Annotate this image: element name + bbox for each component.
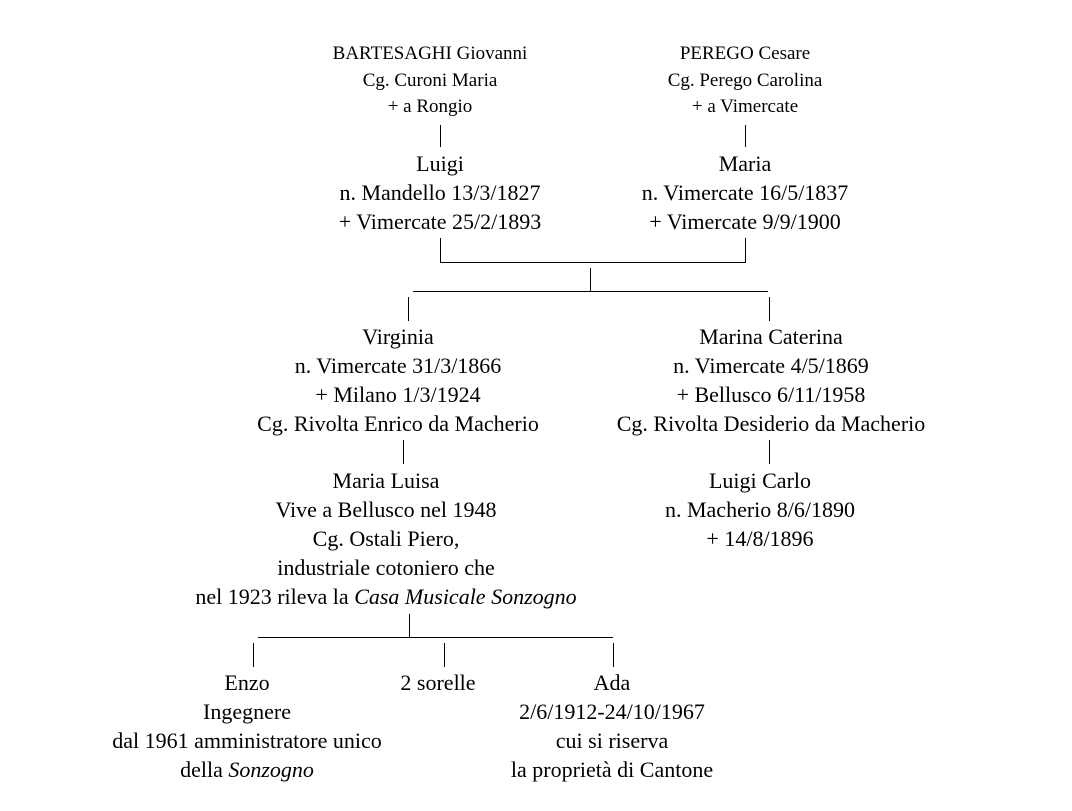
person-name: PEREGO Cesare bbox=[679, 43, 811, 64]
person-death: + 14/8/1896 bbox=[706, 526, 814, 551]
person-label: 2 sorelle bbox=[400, 670, 476, 695]
connector-maria-down bbox=[745, 238, 746, 262]
person-birth: n. Mandello 13/3/1827 bbox=[339, 180, 541, 205]
person-occupation: Ingegnere bbox=[203, 699, 291, 724]
person-death: + Vimercate 25/2/1893 bbox=[338, 209, 542, 234]
person-death: + Milano 1/3/1924 bbox=[315, 382, 481, 407]
person-spouse: Cg. Rivolta Desiderio da Macherio bbox=[616, 411, 926, 436]
person-birth: n. Macherio 8/6/1890 bbox=[664, 497, 856, 522]
person-perego-cesare: PEREGO Cesare Cg. Perego Carolina + a Vi… bbox=[668, 41, 823, 121]
person-spouse: Cg. Ostali Piero, bbox=[312, 526, 460, 551]
person-name: Maria Luisa bbox=[332, 468, 440, 493]
person-role: dal 1961 amministratore unico bbox=[112, 728, 382, 753]
person-birth: n. Vimercate 4/5/1869 bbox=[673, 353, 869, 378]
person-spouse: Cg. Perego Carolina bbox=[667, 69, 823, 91]
person-sisters: 2 sorelle bbox=[400, 668, 475, 697]
person-marina-caterina: Marina Caterina n. Vimercate 4/5/1869 + … bbox=[617, 322, 926, 438]
note-text: nel 1923 rileva la bbox=[195, 584, 355, 609]
person-enzo: Enzo Ingegnere dal 1961 amministratore u… bbox=[112, 668, 381, 784]
person-bartesaghi-giovanni: BARTESAGHI Giovanni Cg. Curoni Maria + a… bbox=[333, 41, 528, 121]
person-occupation: industriale cotoniero che bbox=[277, 555, 495, 580]
person-maria: Maria n. Vimercate 16/5/1837 + Vimercate… bbox=[642, 149, 849, 236]
note-italic: Casa Musicale Sonzogno bbox=[354, 584, 577, 609]
connector-grandchildren-stem bbox=[409, 614, 410, 638]
person-note-2: la proprietà di Cantone bbox=[510, 757, 714, 782]
person-spouse: Cg. Curoni Maria bbox=[362, 69, 498, 91]
person-maria-luisa: Maria Luisa Vive a Bellusco nel 1948 Cg.… bbox=[195, 466, 576, 611]
person-spouse: Cg. Rivolta Enrico da Macherio bbox=[257, 411, 539, 436]
person-death: + a Rongio bbox=[387, 96, 473, 117]
person-name: Enzo bbox=[224, 670, 270, 695]
person-name: Maria bbox=[718, 151, 772, 176]
role-italic: Sonzogno bbox=[228, 757, 314, 782]
person-name: BARTESAGHI Giovanni bbox=[332, 43, 528, 64]
connector-marina-up bbox=[769, 297, 770, 321]
connector-virginia-down bbox=[403, 440, 404, 464]
person-luigi-carlo: Luigi Carlo n. Macherio 8/6/1890 + 14/8/… bbox=[665, 466, 855, 553]
person-role-2: della Sonzogno bbox=[112, 755, 381, 784]
person-death: + Bellusco 6/11/1958 bbox=[676, 382, 866, 407]
connector-luigi-down bbox=[440, 238, 441, 262]
person-birth: n. Vimercate 16/5/1837 bbox=[641, 180, 849, 205]
person-name: Luigi Carlo bbox=[708, 468, 812, 493]
person-dates: 2/6/1912-24/10/1967 bbox=[519, 699, 705, 724]
grandchildren-line bbox=[258, 637, 613, 638]
connector-virginia-up bbox=[408, 297, 409, 321]
person-name: Luigi bbox=[416, 151, 464, 176]
connector-ada-up bbox=[613, 643, 614, 667]
person-name: Ada bbox=[593, 670, 631, 695]
person-name: Virginia bbox=[362, 324, 434, 349]
person-luigi: Luigi n. Mandello 13/3/1827 + Vimercate … bbox=[339, 149, 542, 236]
person-residence: Vive a Bellusco nel 1948 bbox=[275, 497, 497, 522]
person-name: Marina Caterina bbox=[699, 324, 843, 349]
person-note: cui si riserva bbox=[555, 728, 669, 753]
children-line bbox=[413, 291, 768, 292]
person-virginia: Virginia n. Vimercate 31/3/1866 + Milano… bbox=[257, 322, 539, 438]
person-birth: n. Vimercate 31/3/1866 bbox=[294, 353, 502, 378]
person-ada: Ada 2/6/1912-24/10/1967 cui si riserva l… bbox=[511, 668, 713, 784]
connector-enzo-up bbox=[253, 643, 254, 667]
connector-sisters-up bbox=[444, 643, 445, 667]
connector-children-stem bbox=[590, 268, 591, 292]
person-note: nel 1923 rileva la Casa Musicale Sonzogn… bbox=[195, 582, 576, 611]
connector-gen1-left bbox=[440, 125, 441, 147]
connector-marina-down bbox=[769, 440, 770, 464]
person-death: + Vimercate 9/9/1900 bbox=[649, 209, 841, 234]
role-text: della bbox=[180, 757, 229, 782]
marriage-line bbox=[440, 262, 746, 263]
person-death: + a Vimercate bbox=[691, 96, 799, 117]
connector-gen1-right bbox=[745, 125, 746, 147]
